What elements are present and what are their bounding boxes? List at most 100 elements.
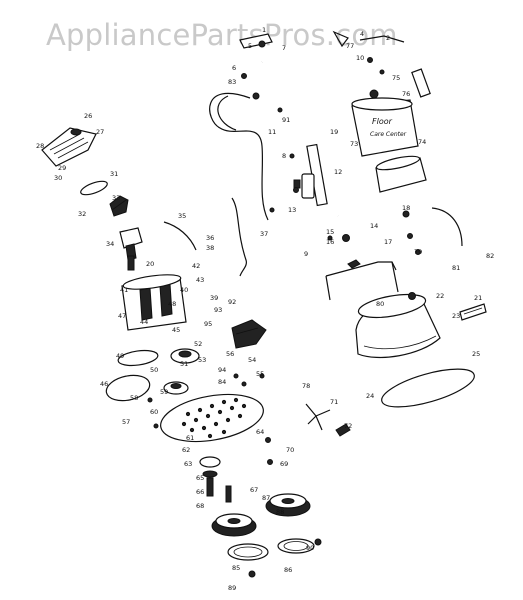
callout-54: 54 [248,356,256,364]
callout-73: 73 [350,140,358,148]
tank-base-ring[interactable] [375,154,427,193]
callout-39: 39 [210,294,218,302]
scrub-brush-left[interactable] [211,513,257,537]
callout-67: 67 [250,486,258,494]
callout-18: 18 [402,204,410,212]
callout-86: 86 [284,566,292,574]
callout-37: 37 [260,230,268,238]
callout-8: 8 [282,152,286,160]
spider-bracket[interactable] [305,403,351,437]
callout-34: 34 [106,240,114,248]
callout-45: 45 [172,326,180,334]
callout-22: 22 [436,292,444,300]
callout-82: 82 [486,252,494,260]
callout-31: 31 [110,170,118,178]
callout-93: 93 [214,306,222,314]
callout-6: 6 [232,64,236,72]
callout-21: 21 [474,294,482,302]
callout-58: 58 [130,394,138,402]
callout-28: 28 [36,142,44,150]
switch-box[interactable] [293,173,315,199]
callout-55: 55 [256,370,264,378]
callout-75: 75 [392,74,400,82]
callout-2: 2 [386,34,390,42]
callout-41: 41 [120,286,128,294]
gear-stack[interactable] [163,348,200,395]
callout-94: 94 [218,366,226,374]
buffing-pad-left[interactable] [227,543,269,561]
drive-belt[interactable] [378,361,478,414]
callout-83: 83 [228,78,236,86]
callout-84: 84 [218,378,226,386]
fan-assembly[interactable] [79,179,129,217]
pad-clips [248,538,322,578]
callout-19: 19 [330,128,338,136]
watermark: AppliancePartsPros.com [46,18,398,52]
valve-parts [327,210,421,255]
callout-88: 88 [276,508,284,516]
callout-11: 11 [268,128,276,136]
callout-15: 15 [326,228,334,236]
callout-66: 66 [196,488,204,496]
callout-76: 76 [402,90,410,98]
callout-62: 62 [182,446,190,454]
scrub-brush-right[interactable] [265,493,311,517]
callout-42: 42 [192,262,200,270]
motor-armature[interactable] [119,227,143,271]
callout-90: 90 [306,544,314,552]
splash-hood[interactable] [355,290,441,359]
drain-hose[interactable] [431,207,463,247]
callout-50: 50 [150,366,158,374]
callout-47: 47 [118,312,126,320]
callout-12: 12 [334,168,342,176]
callout-24: 24 [366,392,374,400]
wire-harness-left [163,197,247,277]
brush-holder-right[interactable] [231,319,267,349]
callout-51: 51 [180,360,188,368]
tank-cap-parts [332,30,431,98]
callout-46: 46 [100,380,108,388]
callout-38: 38 [206,244,214,252]
motor-housing[interactable] [121,272,187,331]
callout-79: 79 [414,248,422,256]
callout-27: 27 [96,128,104,136]
callout-25: 25 [472,350,480,358]
motor-top-cover[interactable] [41,127,97,167]
handle-tube[interactable] [260,54,340,217]
callout-69: 69 [280,460,288,468]
tank-label-line1: Floor [372,117,393,126]
callout-26: 26 [84,112,92,120]
gasket-ring-upper[interactable] [117,348,159,367]
nameplate [459,303,487,321]
callout-labels: 1 2 4 5 6 7 8 9 10 11 12 13 14 15 16 17 … [36,26,494,592]
callout-48: 48 [168,300,176,308]
callout-95: 95 [204,320,212,328]
buffing-pad-right[interactable] [277,538,315,554]
callout-33: 33 [112,194,120,202]
callout-29: 29 [58,164,66,172]
callout-85: 85 [232,564,240,572]
callout-80: 80 [376,300,384,308]
callout-89: 89 [228,584,236,592]
power-cord[interactable] [209,92,269,221]
callout-56: 56 [226,350,234,358]
callout-78: 78 [302,382,310,390]
solution-tank[interactable]: Floor Care Center [351,89,419,157]
callout-20: 20 [146,260,154,268]
callout-70: 70 [286,446,294,454]
callout-63: 63 [184,460,192,468]
center-hub[interactable] [199,456,232,503]
callout-60: 60 [150,408,158,416]
handle-grip[interactable] [239,33,273,49]
callout-36: 36 [206,234,214,242]
callout-74: 74 [418,138,426,146]
callout-65: 65 [196,474,204,482]
wheel-yoke[interactable] [325,259,399,301]
callout-7: 7 [282,44,286,52]
callout-52: 52 [194,340,202,348]
callout-14: 14 [370,222,378,230]
callout-44: 44 [140,318,148,326]
gasket-ring-lower[interactable] [104,372,152,405]
base-plate[interactable] [157,387,267,448]
callout-10: 10 [356,54,364,62]
